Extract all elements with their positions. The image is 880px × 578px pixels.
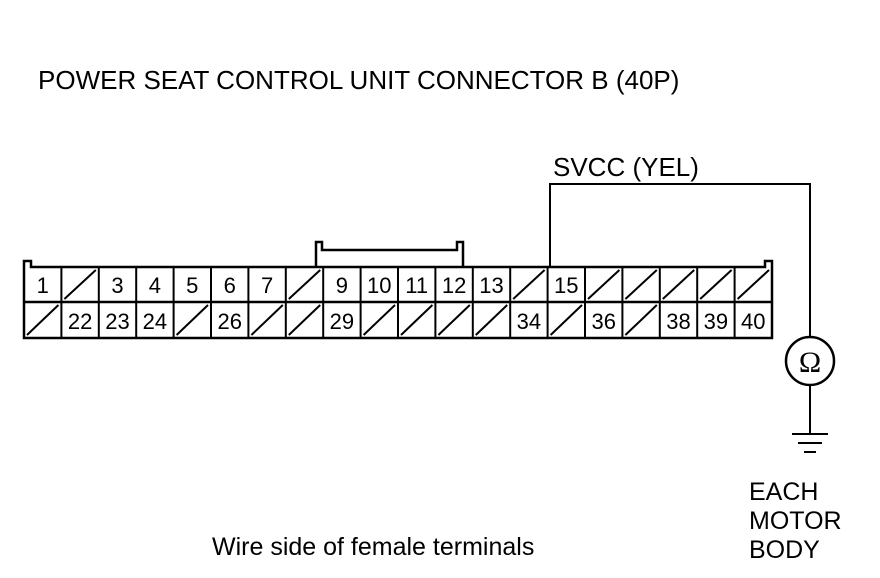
empty-cavity-slash	[362, 304, 396, 336]
empty-cavity-slash	[549, 304, 583, 336]
pin-number: 1	[37, 273, 49, 298]
pin-number: 7	[261, 273, 273, 298]
pin-number: 15	[554, 273, 578, 298]
empty-cavity-slash	[288, 304, 321, 336]
empty-cavity-slash	[624, 304, 658, 336]
empty-cavity-slash	[400, 304, 434, 336]
pin-number: 26	[217, 309, 241, 334]
diagram-title: POWER SEAT CONTROL UNIT CONNECTOR B (40P…	[38, 65, 680, 95]
empty-cavity-slash	[736, 269, 770, 300]
pin-number: 9	[336, 273, 348, 298]
pin-number: 29	[330, 309, 354, 334]
pin-number: 34	[517, 309, 541, 334]
ground-label-line: MOTOR	[749, 507, 842, 535]
empty-cavity-slash	[175, 304, 209, 336]
pin-number: 3	[111, 273, 123, 298]
connector-outline	[22, 259, 774, 340]
pin-number: 5	[186, 273, 198, 298]
pin-number: 4	[149, 273, 161, 298]
pin-number: 24	[143, 309, 167, 334]
test-wire	[549, 183, 811, 337]
empty-cavity-slash	[288, 269, 321, 300]
empty-cavity-slash	[512, 269, 546, 300]
empty-cavity-slash	[699, 269, 733, 300]
empty-cavity-slash	[63, 269, 97, 300]
ground-label-line: BODY	[749, 536, 820, 564]
pin-number: 23	[105, 309, 129, 334]
pin-number: 36	[591, 309, 615, 334]
empty-cavity-slash	[624, 269, 658, 300]
empty-cavity-slash	[662, 269, 695, 300]
pin-number: 12	[442, 273, 466, 298]
pin-number: 10	[367, 273, 391, 298]
ground-label-line: EACH	[749, 478, 819, 506]
empty-cavity-slash	[437, 304, 471, 336]
view-caption: Wire side of female terminals	[212, 533, 535, 561]
connector-lock-tab	[314, 240, 465, 267]
ground-label: EACH MOTOR BODY	[749, 478, 842, 565]
pin-number: 11	[405, 273, 428, 298]
empty-cavity-slash	[475, 304, 508, 336]
pin-number: 13	[479, 273, 503, 298]
pin-number: 40	[741, 309, 765, 334]
wire-label: SVCC (YEL)	[553, 152, 699, 182]
ground-icon	[792, 433, 828, 453]
ohm-symbol: Ω	[799, 346, 821, 379]
empty-cavity-slash	[26, 304, 60, 336]
pin-number: 6	[224, 273, 236, 298]
empty-cavity-slash	[250, 304, 284, 336]
empty-cavity-slash	[587, 269, 621, 300]
pin-number: 22	[68, 309, 92, 334]
pin-number: 38	[666, 309, 690, 334]
pin-number: 39	[704, 309, 728, 334]
